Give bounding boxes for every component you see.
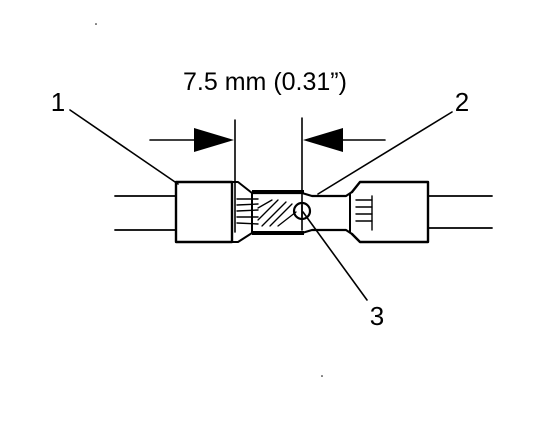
callout-2-label: 2 (455, 87, 469, 117)
wire-left (114, 195, 177, 231)
dimension-arrow-left (149, 128, 234, 152)
dimension-arrow-right (303, 128, 386, 152)
insulation-sleeve-left (174, 180, 253, 244)
callout-3-leader (302, 211, 368, 301)
wire-right (427, 195, 493, 229)
inspection-hole (292, 201, 312, 221)
wire-strands-left (236, 198, 259, 225)
callout-1-leader (69, 109, 179, 185)
callout-2-leader (317, 111, 453, 195)
callout-1-label: 1 (51, 87, 65, 117)
speck (321, 375, 323, 377)
insulation-sleeve-right (350, 180, 430, 244)
dimension-label: 7.5 mm (0.31”) (183, 68, 347, 96)
speck (95, 23, 97, 25)
wire-strands-right (355, 195, 373, 231)
callout-3-label: 3 (370, 301, 384, 331)
splice-barrel (250, 190, 354, 236)
